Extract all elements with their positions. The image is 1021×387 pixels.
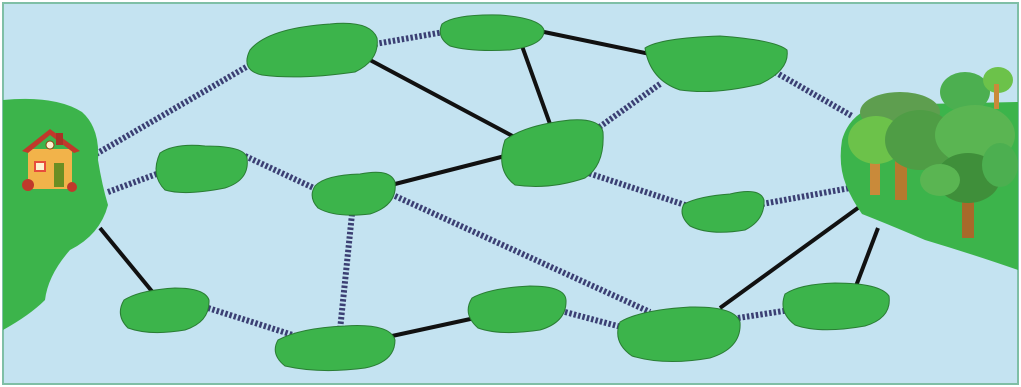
bridge-islet-f-to-islet-j-dashed [337, 213, 355, 331]
islet-h [681, 191, 765, 233]
forest-icon [848, 67, 1018, 238]
bridge-home-shore-to-islet-i-solid [98, 226, 157, 297]
islet-d [155, 144, 248, 194]
bridge-islet-k-to-islet-l-dashed [564, 309, 626, 331]
bridge-islet-f-to-islet-e-solid [394, 154, 506, 186]
bridge-islet-b-to-islet-e-solid [520, 45, 552, 125]
islet-b [439, 14, 545, 51]
islet-c [644, 35, 788, 93]
bridges-layer [94, 29, 880, 339]
bridge-islet-e-to-islet-h-dashed [584, 169, 689, 209]
house-icon [22, 129, 80, 192]
islet-l [617, 306, 741, 363]
bridge-islet-c-to-islet-e-dashed [596, 81, 662, 131]
bridge-islet-j-to-islet-k-solid [391, 316, 476, 338]
islet-m [782, 282, 890, 331]
bridge-islet-a-to-islet-e-solid [369, 58, 521, 142]
bridge-islet-c-to-forest-shore-dashed [773, 69, 854, 119]
bridge-islet-i-to-islet-j-dashed [207, 305, 297, 339]
bridge-home-shore-to-islet-a-dashed [94, 63, 250, 157]
islets-layer [119, 14, 890, 372]
islet-f [311, 171, 396, 216]
bridge-home-shore-to-islet-d-dashed [106, 169, 164, 195]
bridge-islet-b-to-islet-c-solid [543, 30, 651, 56]
islet-k [467, 285, 567, 334]
bridge-islet-f-to-islet-l-dashed [393, 193, 652, 315]
islet-i [119, 287, 210, 334]
bridge-islet-h-to-forest-shore-dashed [761, 185, 851, 207]
islet-a [246, 22, 378, 78]
bridge-islet-l-to-forest-shore-solid [718, 203, 864, 310]
bridge-islet-m-to-forest-shore-solid [854, 227, 880, 287]
islet-j [274, 325, 396, 372]
islet-e [501, 119, 604, 187]
